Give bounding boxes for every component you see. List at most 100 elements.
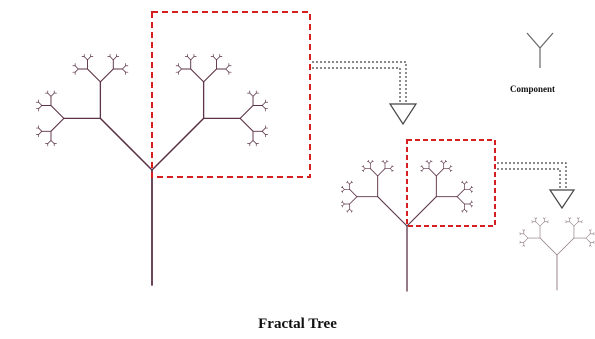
tree-branch [342,203,345,207]
tree-branch [464,182,467,185]
tree-branch [592,241,595,244]
tree-branch [469,201,472,205]
tree-branch [249,92,254,97]
tree-branch [86,68,101,83]
tree-branch [384,161,388,164]
tree-branch [462,208,465,212]
tree-branch [531,220,534,223]
tree-branch [469,203,472,207]
tree-branch [421,168,425,171]
tree-branch [50,140,55,145]
tree-branch [573,221,579,227]
tree-branch [225,65,230,70]
tree-branch [261,130,266,135]
tree-branch [151,117,205,171]
component-branch [526,32,541,49]
fractal-tree-medium [340,159,474,292]
tree-branch [50,92,55,97]
tree-branch [347,208,350,212]
tree-branch [580,221,583,224]
tree-branch [428,161,432,164]
tree-branch [252,140,257,145]
tree-branch [456,196,465,205]
component-branch [539,32,554,49]
tree-branch [569,221,575,227]
dotted-down-arrow-icon-2 [497,162,576,210]
tree-branch [261,105,266,110]
tree-branch [377,168,386,177]
tree-branch [448,168,452,171]
tree-branch [203,68,218,83]
tree-branch [368,161,371,164]
tree-branch [47,140,52,145]
tree-branch [38,101,43,106]
tree-branch [252,92,257,97]
tree-branch [523,233,529,239]
tree-branch [261,101,266,106]
tree-branch [112,56,117,61]
tree-branch [389,166,393,169]
tree-branch [50,104,65,119]
tree-branch [190,56,195,61]
tree-branch [38,105,43,110]
tree-branch [382,161,386,164]
tree-branch [588,244,591,247]
tree-branch [448,166,452,169]
tree-branch [441,161,444,164]
tree-branch [539,221,545,227]
tree-branch [249,140,254,145]
tree-branch [122,65,127,70]
tree-branch [177,65,182,70]
tree-branch [261,127,266,132]
tree-branch [426,161,430,164]
tree-branch [464,208,467,212]
component-y-branch-icon [526,32,554,68]
tree-branch [83,56,88,61]
dotted-down-arrow-icon-1 [312,61,418,126]
tree-branch [377,196,408,227]
tree-branch [122,68,127,73]
tree-branch [239,104,254,119]
tree-branch [349,208,352,212]
component-label: Component [510,84,556,94]
tree-branch [469,187,472,190]
tree-branch [342,187,345,190]
tree-branch [362,166,366,169]
tree-branch [556,237,575,256]
highlight-box-large [151,11,311,178]
tree-branch [569,217,572,220]
tree-branch [546,221,549,224]
tree-branch [421,166,425,169]
tree-branch [38,130,43,135]
tree-branch [535,221,541,227]
figure-title: Fractal Tree [258,316,337,332]
tree-branch [519,232,522,235]
highlight-box-medium [406,139,496,227]
tree-branch [592,233,595,236]
tree-branch [212,56,217,61]
tree-branch [519,240,522,243]
tree-branch [38,127,43,132]
tree-branch [370,161,373,164]
tree-branch [469,189,472,192]
tree-branch [543,217,546,220]
tree-branch [523,229,526,232]
tree-branch [87,56,92,61]
tree-branch [406,196,437,227]
tree-branch [190,68,205,83]
tree-branch [522,244,525,247]
tree-branch [50,117,65,132]
tree-branch [74,65,79,70]
tree-branch [74,68,79,73]
tree-branch [443,161,446,164]
tree-branch [585,233,591,239]
tree-branch [347,182,350,185]
tree-branch [435,168,445,177]
tree-branch [585,237,591,243]
tree-branch [177,68,182,73]
fractal-tree-small [519,217,595,291]
tree-branch [349,196,358,205]
tree-branch [539,237,558,256]
tree-branch [362,168,366,171]
